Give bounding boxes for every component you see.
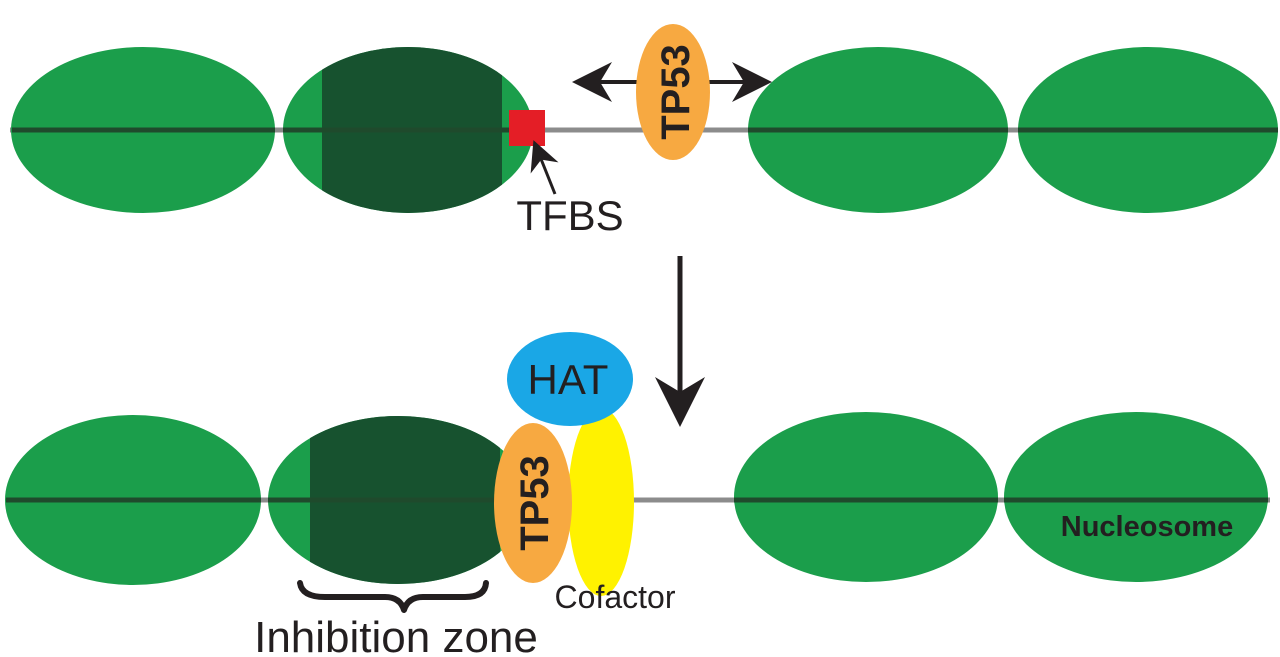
tp53-top [636, 24, 710, 160]
hat [507, 332, 633, 426]
cofactor-label: Cofactor [555, 579, 676, 615]
inhibition-zone-brace [297, 580, 489, 613]
bottom-nucleosome-4 [1004, 412, 1268, 582]
nucleosome-label: Nucleosome [1061, 511, 1233, 543]
cofactor [568, 408, 634, 596]
tfbs-site [509, 110, 545, 146]
tp53-bottom [494, 423, 572, 583]
hat-label: HAT [528, 356, 609, 403]
tfbs-pointer-arrow [530, 140, 559, 195]
tp53-top-label: TP53 [654, 44, 698, 140]
inhibition-zone-label: Inhibition zone [254, 613, 538, 657]
tp53-bottom-label: TP53 [513, 455, 557, 551]
bottom-nucleosome-3 [734, 412, 998, 582]
top-state: TFBS TP53 [10, 24, 1278, 239]
top-inhibited-region [322, 47, 502, 213]
top-nucleosome-2 [283, 47, 533, 213]
bottom-state: Cofactor TP53 HAT Nucleosome Inhibition … [5, 332, 1270, 657]
tfbs-label: TFBS [516, 192, 623, 239]
